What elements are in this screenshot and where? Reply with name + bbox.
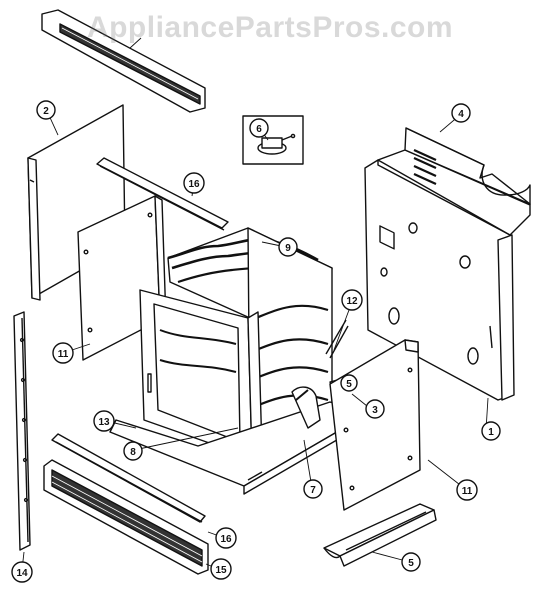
leader-lines [21, 37, 489, 571]
bottom-trim-strip [43, 459, 209, 575]
callout-11-right: 11 [456, 479, 478, 501]
svg-text:14: 14 [16, 568, 28, 579]
left-front-stile [13, 311, 31, 551]
svg-text:3: 3 [372, 405, 378, 416]
svg-text:6: 6 [256, 124, 262, 135]
svg-text:13: 13 [98, 417, 110, 428]
bottom-kick-channel [323, 503, 437, 567]
callout-markers: 1 2 3 4 5 5 6 7 8 9 11 11 12 13 14 15 16… [11, 100, 501, 583]
callout-8: 8 [123, 441, 143, 461]
right-outer-panel [364, 127, 531, 401]
callout-7: 7 [303, 479, 323, 499]
callout-1: 1 [481, 421, 501, 441]
callout-5-upper: 5 [340, 374, 358, 392]
callout-5-lower: 5 [401, 552, 421, 572]
callout-11-left: 11 [52, 342, 74, 364]
callout-16-upper: 16 [183, 172, 205, 194]
callout-13: 13 [93, 410, 115, 432]
callout-9: 9 [278, 237, 298, 257]
callout-14: 14 [11, 561, 33, 583]
svg-text:16: 16 [188, 179, 200, 190]
callout-2: 2 [36, 100, 56, 120]
svg-text:1: 1 [488, 427, 494, 438]
svg-text:2: 2 [43, 106, 49, 117]
top-rail [96, 157, 229, 231]
svg-text:9: 9 [285, 243, 291, 254]
svg-text:4: 4 [458, 109, 464, 120]
svg-text:15: 15 [215, 565, 227, 576]
svg-text:16: 16 [220, 534, 232, 545]
bottom-rail [51, 433, 206, 523]
callout-16-lower: 16 [215, 527, 237, 549]
svg-text:5: 5 [346, 379, 352, 390]
svg-text:5: 5 [408, 558, 414, 569]
callout-4: 4 [451, 103, 471, 123]
top-trim-strip [41, 9, 206, 113]
svg-text:7: 7 [310, 485, 316, 496]
svg-text:12: 12 [346, 296, 358, 307]
oven-front-frame [139, 289, 263, 459]
front-side-panel [329, 339, 421, 511]
thermostat-inset [242, 115, 304, 165]
svg-text:11: 11 [462, 486, 473, 497]
svg-text:11: 11 [58, 349, 69, 360]
svg-text:8: 8 [130, 447, 136, 458]
callout-12: 12 [341, 289, 363, 311]
callout-3: 3 [365, 399, 385, 419]
callout-6: 6 [249, 118, 269, 138]
callout-15: 15 [210, 558, 232, 580]
